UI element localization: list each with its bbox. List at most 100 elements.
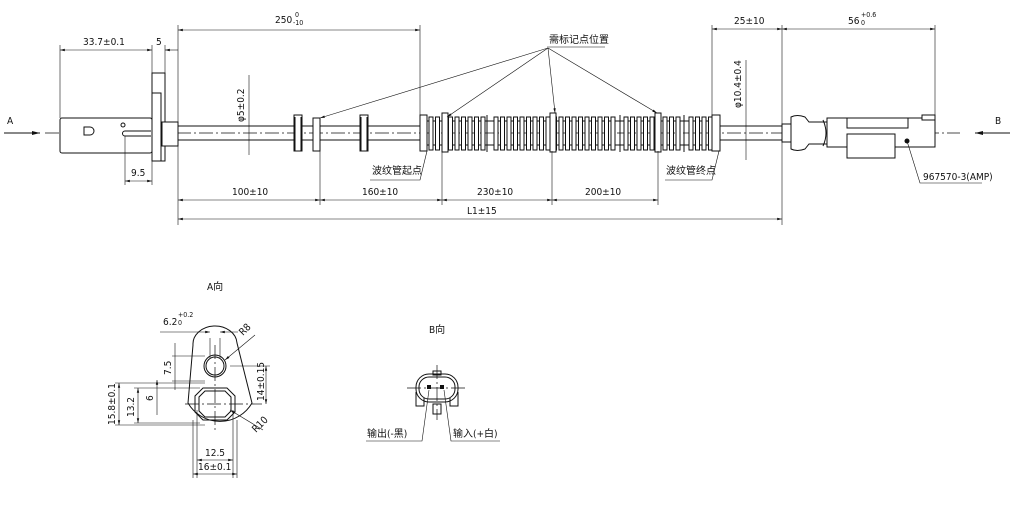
svg-text:波纹管终点: 波纹管终点	[666, 164, 716, 177]
dim-phi10-4: φ10.4±0.4	[733, 60, 747, 160]
svg-text:160±10: 160±10	[362, 187, 398, 198]
tube-rib	[565, 116, 570, 151]
tube-rib	[467, 116, 473, 151]
view-b-arrow: B	[975, 116, 1010, 135]
tube-rib	[513, 116, 518, 151]
svg-text:0: 0	[178, 319, 182, 327]
marker-sleeve	[549, 112, 557, 153]
svg-text:250: 250	[275, 15, 292, 26]
svg-text:13.2: 13.2	[126, 397, 137, 417]
dim-33-7: 33.7±0.1 5	[59, 37, 178, 118]
tube-end-callout: 波纹管终点	[665, 150, 720, 181]
svg-text:12.5: 12.5	[205, 448, 225, 459]
tube-rib	[539, 116, 544, 151]
tube-start-collar	[419, 114, 428, 152]
dim-56: 56 +0.6 0	[782, 11, 936, 115]
svg-text:A向: A向	[207, 280, 223, 293]
corrugated-tube	[419, 112, 721, 153]
svg-text:200±10: 200±10	[585, 187, 621, 198]
svg-text:输入(+白): 输入(+白)	[453, 427, 498, 440]
dim-9-5: 9.5	[124, 136, 153, 185]
right-connector	[720, 114, 936, 159]
marker-sleeve	[312, 117, 321, 152]
tube-start-callout: 波纹管起点	[370, 150, 428, 181]
svg-text:+0.2: +0.2	[178, 311, 193, 319]
tube-rib	[519, 116, 525, 151]
tube-rib	[435, 116, 440, 151]
tube-rib	[545, 116, 551, 151]
svg-text:14±0.15: 14±0.15	[256, 362, 267, 401]
svg-text:6.2: 6.2	[163, 317, 177, 328]
svg-text:0: 0	[861, 19, 865, 27]
marking-points-callout: 需标记点位置	[319, 33, 658, 119]
marker-sleeve	[654, 112, 662, 153]
connector-part-callout: 967570-3(AMP)	[906, 140, 993, 184]
svg-text:输出(-黑): 输出(-黑)	[367, 427, 407, 440]
tube-rib	[701, 116, 707, 151]
cable-left	[178, 114, 420, 152]
tube-rib	[623, 116, 629, 151]
tube-rib	[500, 116, 505, 151]
svg-text:φ5±0.2: φ5±0.2	[236, 89, 247, 123]
tube-rib	[636, 116, 642, 151]
tube-rib	[480, 116, 486, 151]
svg-text:波纹管起点: 波纹管起点	[372, 164, 422, 177]
tube-rib	[604, 116, 609, 151]
tube-rib	[610, 116, 616, 151]
dim-250: 250 0 -10	[177, 11, 421, 225]
tube-rib	[675, 116, 681, 151]
left-sensor-head	[59, 72, 179, 162]
tube-rib	[584, 116, 590, 151]
tube-rib	[630, 116, 635, 151]
svg-text:0: 0	[295, 11, 299, 19]
tube-rib	[688, 116, 694, 151]
view-a: A向 6.2 +0.2 0 R8 R10 7.5 14±0.15 15.8±0.…	[107, 280, 271, 478]
tube-rib	[649, 116, 655, 151]
tube-rib	[571, 116, 577, 151]
tube-rib	[695, 116, 700, 151]
tube-rib	[578, 116, 583, 151]
svg-text:15.8±0.1: 15.8±0.1	[107, 383, 118, 425]
svg-text:B: B	[995, 116, 1001, 127]
svg-text:5: 5	[156, 37, 162, 48]
tube-rib	[558, 116, 564, 151]
tube-end-collar	[711, 114, 721, 152]
svg-text:16±0.1: 16±0.1	[198, 462, 231, 473]
svg-text:9.5: 9.5	[131, 168, 145, 179]
svg-text:6: 6	[145, 395, 156, 401]
svg-text:φ10.4±0.4: φ10.4±0.4	[733, 60, 744, 108]
flange-outline	[187, 325, 253, 422]
svg-text:L1±15: L1±15	[467, 206, 497, 217]
svg-text:56: 56	[848, 16, 860, 27]
tube-rib	[532, 116, 538, 151]
svg-text:-10: -10	[293, 19, 303, 27]
tube-rib	[506, 116, 512, 151]
dim-bottom-chain: 100±10 160±10 230±10 200±10 L1±15	[178, 151, 782, 221]
tube-rib	[662, 116, 668, 151]
svg-text:967570-3(AMP): 967570-3(AMP)	[923, 172, 993, 183]
tube-rib	[669, 116, 674, 151]
tube-rib	[591, 116, 596, 151]
tube-rib	[454, 116, 460, 151]
view-b: B向 输出(-黑) 输入(+白)	[366, 323, 500, 442]
tube-rib	[643, 116, 648, 151]
tube-rib	[428, 116, 434, 151]
tube-rib	[474, 116, 479, 151]
svg-text:230±10: 230±10	[477, 187, 513, 198]
tube-rib	[448, 116, 453, 151]
tube-rib	[493, 116, 499, 151]
tube-rib	[461, 116, 466, 151]
tube-rib	[597, 116, 603, 151]
dim-25: 25±10	[711, 16, 783, 225]
svg-text:+0.6: +0.6	[861, 11, 876, 19]
svg-text:需标记点位置: 需标记点位置	[549, 33, 609, 46]
view-a-arrow: A	[4, 116, 40, 135]
dim-phi5: φ5±0.2	[236, 75, 250, 155]
svg-text:25±10: 25±10	[734, 16, 765, 27]
svg-text:R10: R10	[250, 415, 270, 435]
marker-sleeve	[441, 112, 449, 153]
svg-text:100±10: 100±10	[232, 187, 268, 198]
tube-rib	[526, 116, 531, 151]
svg-text:A: A	[7, 116, 14, 127]
